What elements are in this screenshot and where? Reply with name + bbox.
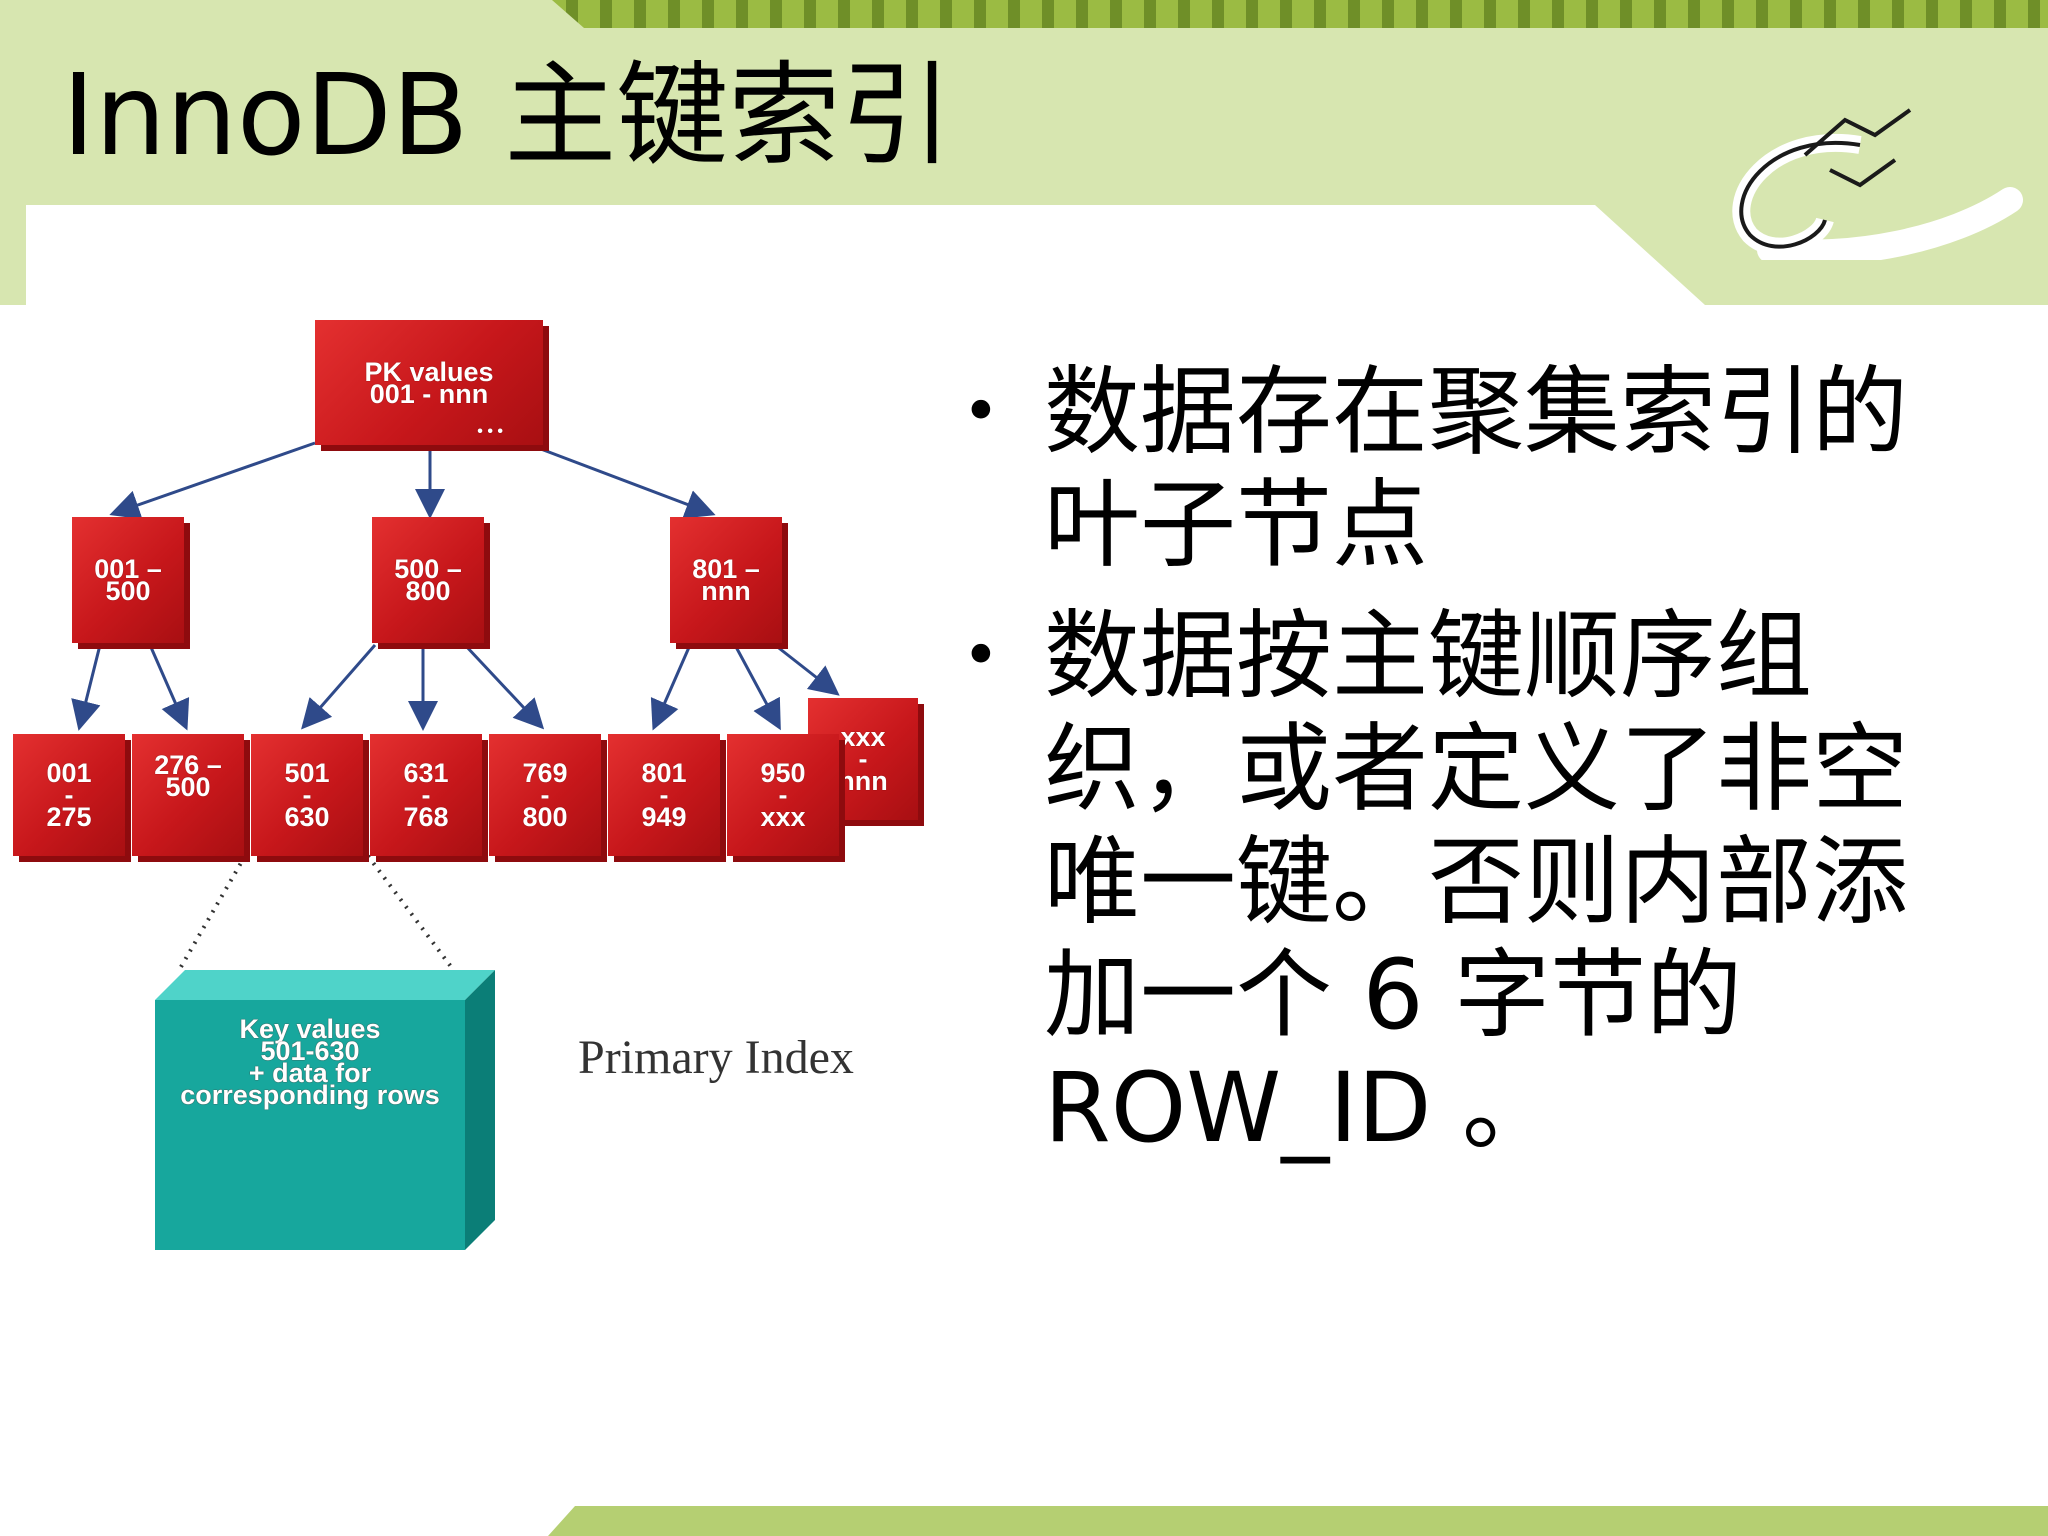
bullet-item: • 数据按主键顺序组织，或者定义了非空唯一键。否则内部添加一个 6 字节的 RO…: [958, 600, 1958, 1165]
diagram-caption: Primary Index: [578, 1031, 854, 1084]
leaf-node-mid: -: [778, 780, 788, 810]
alibaba-logo-icon: [1732, 108, 2023, 260]
header-band: [0, 0, 2048, 305]
leaf-node-bot: 800: [522, 802, 568, 832]
leaf-node-bot: 949: [641, 802, 687, 832]
leaf-node-top: 276 –: [154, 750, 222, 780]
leaf-node-back-top: xxx: [840, 722, 886, 752]
index-node-3: 801 – nnn: [670, 517, 782, 643]
arrow-node2-to-leaf-3: [301, 644, 377, 730]
index-node-2: 500 – 800: [372, 517, 484, 643]
leaf-node-top: 631: [403, 758, 449, 788]
index-node-1: 001 – 500: [72, 517, 184, 643]
root-node-line1: PK values: [364, 356, 494, 387]
leaf-node-top: 501: [284, 758, 330, 788]
leaf-node-bot: 500: [165, 772, 211, 802]
leaf-node: 950 - xxx: [727, 734, 839, 856]
leaf-node: 276 – 500: [132, 734, 244, 856]
leaf-node: 001 - 275: [13, 734, 125, 856]
leaf-node-mid: -: [64, 780, 74, 810]
bullet-list: • 数据存在聚集索引的叶子节点 • 数据按主键顺序组织，或者定义了非空唯一键。否…: [958, 356, 1958, 1183]
leaf-node: 631 - 768: [370, 734, 482, 856]
index-node-3-line1: 801 –: [692, 554, 760, 584]
root-node-line2: 001 - nnn: [369, 378, 489, 409]
leaf-node-mid: -: [659, 780, 669, 810]
index-node-1-line1: 001 –: [94, 554, 162, 584]
slide-title: InnoDB 主键索引: [62, 51, 953, 181]
leaf-node-mid: -: [421, 780, 431, 810]
data-box-shape: [155, 970, 495, 1250]
data-box-line3: + data for: [248, 1058, 372, 1088]
arrow-root-to-node-1: [109, 441, 316, 520]
bullet-item: • 数据存在聚集索引的叶子节点: [958, 356, 1958, 582]
header-stripe-bar: [552, 0, 2048, 28]
leaf-node-bot: 275: [46, 802, 92, 832]
leaf-node-top: 801: [641, 758, 687, 788]
dotted-link-left: [176, 854, 247, 974]
leaf-node-mid: -: [302, 780, 312, 810]
tree-connectors: [71, 441, 840, 974]
arrow-node3-to-leaf-6: [650, 644, 692, 731]
arrow-node3-to-back-leaf: [774, 643, 840, 696]
leaf-node: 501 - 630: [251, 734, 363, 856]
data-box-line1: Key values: [239, 1014, 381, 1044]
index-node-2-line2: 800: [405, 576, 451, 606]
data-box: Key values 501-630 + data for correspond…: [160, 1012, 460, 1112]
bullet-dot-icon: •: [962, 375, 1000, 449]
leaf-node: 769 - 800: [489, 734, 601, 856]
leaf-node: 801 - 949: [608, 734, 720, 856]
leaf-node-top: 950: [760, 758, 806, 788]
arrow-root-to-node-3: [524, 441, 716, 519]
leaf-node-bot: 630: [284, 802, 330, 832]
root-node-ellipsis: • • •: [477, 423, 503, 440]
leaf-node-top: 001: [46, 758, 92, 788]
root-node: PK values 001 - nnn • • •: [315, 320, 543, 445]
data-box-line4: corresponding rows: [180, 1080, 440, 1110]
leaf-node-top: 769: [522, 758, 568, 788]
arrow-node3-to-leaf-7: [733, 644, 781, 731]
bullet-text: 数据按主键顺序组织，或者定义了非空唯一键。否则内部添加一个 6 字节的 ROW_…: [1044, 600, 1908, 1164]
arrow-node1-to-leaf-2: [148, 644, 190, 731]
footer-bar: [548, 1506, 2048, 1536]
leaf-node-back-bot: nnn: [838, 766, 888, 796]
bullet-dot-icon: •: [962, 619, 1000, 693]
leaf-node-bot: xxx: [760, 802, 806, 832]
leaf-node-back-mid: -: [858, 744, 868, 774]
arrow-node1-to-leaf-1: [71, 644, 102, 731]
arrow-node2-to-leaf-5: [463, 643, 545, 730]
leaf-node-mid: -: [540, 780, 550, 810]
leaf-node-bot: 768: [403, 802, 449, 832]
dotted-link-right: [366, 854, 457, 974]
bullet-text: 数据存在聚集索引的叶子节点: [1044, 356, 1908, 581]
index-node-1-line2: 500: [105, 576, 151, 606]
index-node-3-line2: nnn: [701, 576, 751, 606]
index-node-2-line1: 500 –: [394, 554, 462, 584]
data-box-line2: 501-630: [260, 1036, 360, 1066]
